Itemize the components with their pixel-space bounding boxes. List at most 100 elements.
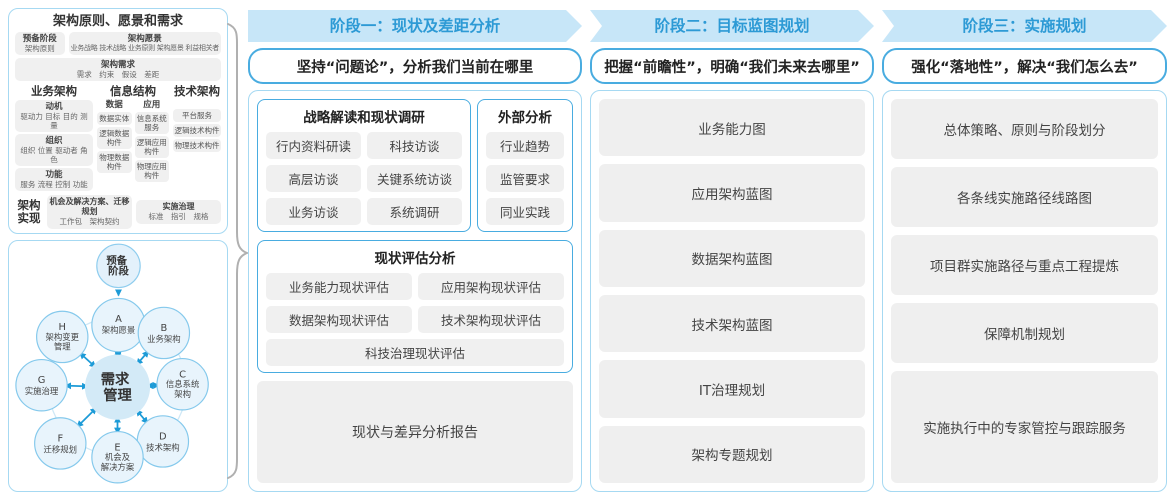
list-item: 系统调研 bbox=[367, 198, 462, 225]
logical-tech-box: 逻辑技术构件 bbox=[173, 124, 221, 137]
list-item: 数据架构现状评估 bbox=[266, 306, 412, 333]
business-architecture-header: 业务架构 bbox=[31, 84, 77, 98]
framework-architecture-columns: 业务架构 动机 驱动力 目标 目的 测量 组织 组织 位置 驱动者 角色 功能 … bbox=[15, 84, 221, 191]
phase-2-banner: 阶段二：目标蓝图规划 bbox=[590, 10, 874, 42]
requirements-box: 架构需求 需求 约束 假设 差距 bbox=[15, 58, 221, 81]
brace-connector bbox=[227, 23, 250, 479]
info-system-service-box: 信息系统服务 bbox=[134, 112, 169, 134]
list-item: 实施执行中的专家管控与跟踪服务 bbox=[891, 371, 1158, 483]
framework-panel: 架构原则、愿景和需求 预备阶段 架构原则 架构愿景 业务战略 技术战略 业务原则… bbox=[8, 8, 228, 234]
phase-1-subtitle: 坚持“问题论”，分析我们当前在哪里 bbox=[248, 48, 582, 84]
logical-app-box: 逻辑应用构件 bbox=[134, 136, 169, 158]
adm-center-circle bbox=[84, 354, 151, 420]
implementation-governance-sub: 标准 指引 规格 bbox=[148, 212, 209, 221]
implementation-governance-title: 实施治理 bbox=[162, 202, 195, 211]
opportunity-migration-box: 机会及解决方案、迁移规划 工作包 架构契约 bbox=[47, 195, 132, 229]
adm-center-label: 需求 管理 bbox=[101, 370, 135, 404]
information-structure-column: 信息结构 数据 数据实体 逻辑数据构件 物理数据构件 应用 信息系统服务 逻辑应… bbox=[97, 84, 169, 191]
adm-node-b-circle bbox=[137, 306, 191, 360]
group-strategy-research: 战略解读和现状调研 行内资料研读 科技访谈 高层访谈 关键系统访谈 业务访谈 系… bbox=[257, 99, 471, 232]
vision-box: 架构愿景 业务战略 技术战略 业务原则 架构愿景 利益相关者 bbox=[68, 32, 221, 55]
list-item: 科技访谈 bbox=[367, 132, 462, 159]
data-entity-box: 数据实体 bbox=[97, 112, 132, 125]
list-item: 技术架构现状评估 bbox=[418, 306, 564, 333]
opportunity-migration-title: 机会及解决方案、迁移规划 bbox=[49, 197, 130, 216]
architecture-realization-row: 架构实现 机会及解决方案、迁移规划 工作包 架构契约 实施治理 标准 指引 规格 bbox=[15, 195, 221, 229]
physical-data-box: 物理数据构件 bbox=[97, 151, 132, 173]
list-item: 同业实践 bbox=[486, 198, 564, 225]
phase-3-subtitle: 强化“落地性”，解决“我们怎么去” bbox=[882, 48, 1167, 84]
list-item: 高层访谈 bbox=[266, 165, 361, 192]
adm-prep-circle bbox=[96, 243, 141, 289]
application-subcolumn: 应用 信息系统服务 逻辑应用构件 物理应用构件 bbox=[134, 100, 169, 182]
adm-node-f-circle bbox=[34, 417, 87, 470]
physical-app-box: 物理应用构件 bbox=[134, 160, 169, 182]
phase-2-subtitle: 把握“前瞻性”，明确“我们未来去哪里” bbox=[590, 48, 874, 84]
adm-node-e-circle bbox=[91, 430, 144, 484]
list-item: 应用架构蓝图 bbox=[599, 164, 865, 222]
framework-row-prep-vision: 预备阶段 架构原则 架构愿景 业务战略 技术战略 业务原则 架构愿景 利益相关者 bbox=[15, 32, 221, 55]
prep-phase-sub: 架构原则 bbox=[24, 44, 55, 53]
organization-sub: 组织 位置 驱动者 角色 bbox=[20, 146, 88, 164]
realization-label: 架构实现 bbox=[17, 198, 41, 225]
motivation-box: 动机 驱动力 目标 目的 测量 bbox=[15, 100, 93, 132]
group-assess-title: 现状评估分析 bbox=[374, 251, 456, 267]
adm-node-c-circle bbox=[156, 358, 209, 411]
prep-phase-box: 预备阶段 架构原则 bbox=[15, 32, 65, 55]
list-item: 总体策略、原则与阶段划分 bbox=[891, 99, 1158, 159]
list-item: 技术架构蓝图 bbox=[599, 294, 865, 353]
list-item: 项目群实施路径与重点工程提炼 bbox=[891, 235, 1158, 295]
function-title: 功能 bbox=[45, 170, 63, 180]
physical-tech-box: 物理技术构件 bbox=[173, 139, 221, 152]
list-item: 业务能力图 bbox=[599, 99, 865, 157]
prep-phase-title: 预备阶段 bbox=[22, 34, 57, 44]
requirements-title: 架构需求 bbox=[100, 60, 135, 70]
group-external-analysis: 外部分析 行业趋势 监管要求 同业实践 bbox=[477, 99, 573, 232]
list-item: IT治理规划 bbox=[599, 360, 865, 418]
framework-title: 架构原则、愿景和需求 bbox=[52, 14, 183, 29]
list-item: 关键系统访谈 bbox=[367, 165, 462, 192]
adm-node-h-circle bbox=[36, 310, 89, 364]
list-item: 架构专题规划 bbox=[599, 425, 865, 483]
motivation-sub: 驱动力 目标 目的 测量 bbox=[20, 112, 88, 130]
vision-sub: 业务战略 技术战略 业务原则 架构愿景 利益相关者 bbox=[70, 44, 220, 52]
adm-node-g-circle bbox=[15, 358, 68, 412]
function-sub: 服务 流程 控制 功能 bbox=[20, 180, 88, 189]
motivation-title: 动机 bbox=[45, 102, 63, 112]
data-header: 数据 bbox=[105, 100, 123, 110]
list-item: 监管要求 bbox=[486, 165, 564, 192]
technology-architecture-header: 技术架构 bbox=[174, 84, 220, 98]
phase-2-content: 业务能力图 应用架构蓝图 数据架构蓝图 技术架构蓝图 IT治理规划 架构专题规划 bbox=[590, 90, 874, 492]
phase-1-column: 阶段一：现状及差距分析 坚持“问题论”，分析我们当前在哪里 战略解读和现状调研 … bbox=[248, 10, 582, 492]
phase-3-content: 总体策略、原则与阶段划分 各条线实施路径线路图 项目群实施路径与重点工程提炼 保… bbox=[882, 90, 1167, 492]
vision-title: 架构愿景 bbox=[127, 34, 162, 44]
phase-1-content: 战略解读和现状调研 行内资料研读 科技访谈 高层访谈 关键系统访谈 业务访谈 系… bbox=[248, 90, 582, 492]
application-header: 应用 bbox=[143, 100, 161, 110]
technology-architecture-column: 技术架构 平台服务 逻辑技术构件 物理技术构件 bbox=[173, 84, 221, 191]
data-subcolumn: 数据 数据实体 逻辑数据构件 物理数据构件 bbox=[97, 100, 132, 182]
list-item: 各条线实施路径线路图 bbox=[891, 167, 1158, 227]
implementation-governance-box: 实施治理 标准 指引 规格 bbox=[136, 200, 221, 224]
phases-container: 阶段一：现状及差距分析 坚持“问题论”，分析我们当前在哪里 战略解读和现状调研 … bbox=[248, 10, 1167, 492]
adm-prep-label: 预备 阶段 bbox=[106, 254, 130, 278]
phase-3-column: 阶段三：实施规划 强化“落地性”，解决“我们怎么去” 总体策略、原则与阶段划分 … bbox=[882, 10, 1167, 492]
platform-service-box: 平台服务 bbox=[173, 109, 221, 122]
function-box: 功能 服务 流程 控制 功能 bbox=[15, 168, 93, 191]
gap-analysis-report-box: 现状与差异分析报告 bbox=[257, 381, 573, 483]
organization-title: 组织 bbox=[45, 136, 63, 146]
information-structure-header: 信息结构 bbox=[110, 84, 156, 98]
list-item: 数据架构蓝图 bbox=[599, 229, 865, 287]
left-column: 架构原则、愿景和需求 预备阶段 架构原则 架构愿景 业务战略 技术战略 业务原则… bbox=[8, 8, 228, 492]
list-item: 业务访谈 bbox=[266, 198, 361, 225]
list-item: 应用架构现状评估 bbox=[418, 273, 564, 300]
opportunity-migration-sub: 工作包 架构契约 bbox=[59, 217, 120, 226]
